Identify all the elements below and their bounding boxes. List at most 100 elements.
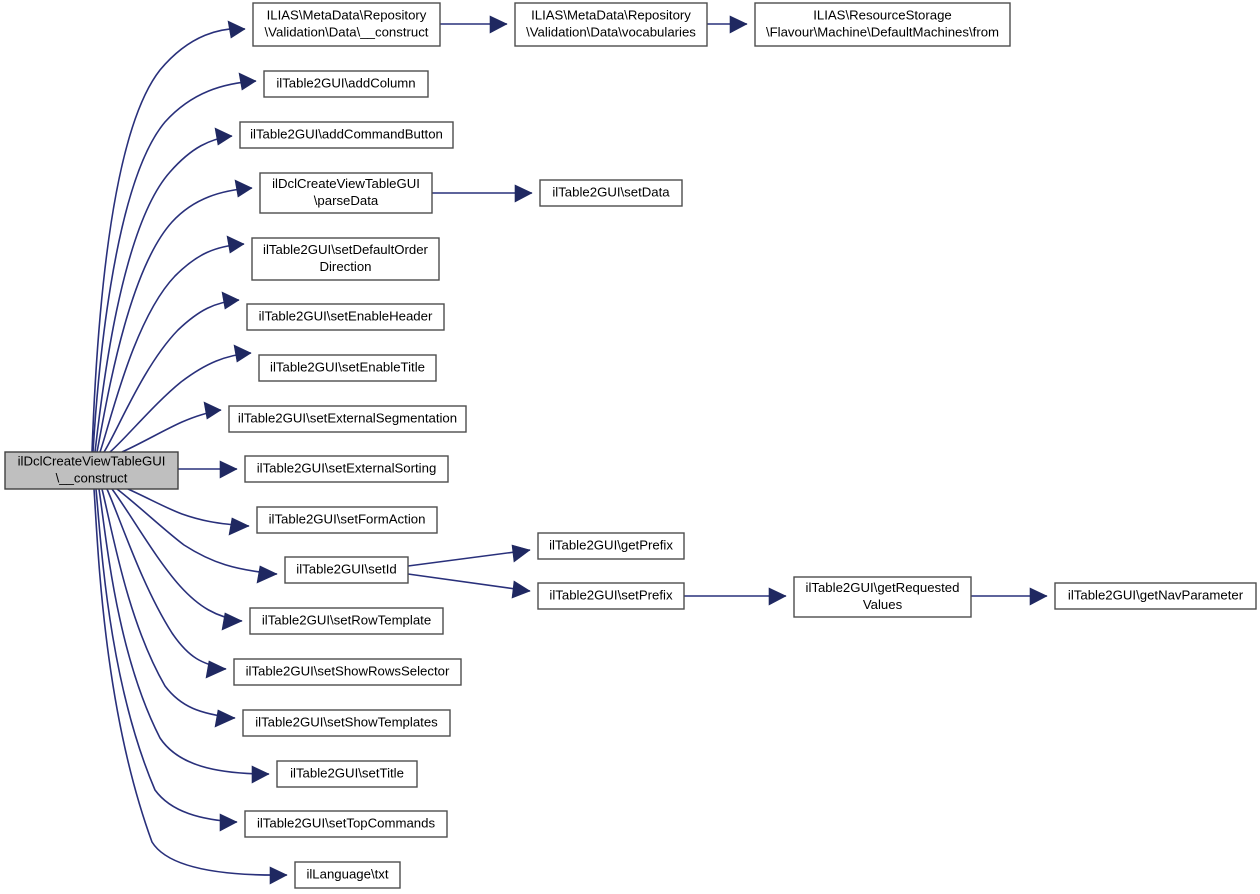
node-label-line: ilTable2GUI\setId [296,561,396,576]
graph-node-addCommandButton[interactable]: ilTable2GUI\addCommandButton [239,121,454,149]
node-label-line: ilTable2GUI\setExternalSegmentation [238,410,457,425]
edge-root-to-setShowRowsSelector [106,488,227,679]
graph-node-setData[interactable]: ilTable2GUI\setData [539,179,683,207]
node-box[interactable] [249,607,444,635]
node-label-line: ilTable2GUI\setFormAction [269,511,426,526]
graph-node-setEnableTitle[interactable]: ilTable2GUI\setEnableTitle [258,354,437,382]
graph-node-vocabularies[interactable]: ILIAS\MetaData\Repository\Validation\Dat… [514,2,708,47]
node-label-line: ilLanguage\txt [306,866,388,881]
edge-line [116,488,278,575]
node-box[interactable] [4,451,179,490]
edge-root-to-addColumn [92,72,257,453]
edge-root-to-setRowTemplate [111,488,243,631]
node-box[interactable] [537,532,685,560]
node-box[interactable] [246,303,445,331]
arrowhead-icon [251,765,270,784]
node-box[interactable] [539,179,683,207]
edge-root-to-setFormAction [127,488,250,536]
nodes-layer: ilDclCreateViewTableGUI\__construct ILIAS… [4,2,1257,889]
edge-setId-to-setPrefix [407,573,531,599]
arrowhead-icon [511,544,531,563]
edge-line [101,488,236,719]
arrowhead-icon [234,179,253,198]
node-box[interactable] [259,172,433,214]
edge-line [109,352,252,453]
graph-node-setShowRowsSelector[interactable]: ilTable2GUI\setShowRowsSelector [233,658,462,686]
edge-md_construct-to-vocabularies [440,15,508,34]
node-label-line: \Validation\Data\__construct [265,24,429,39]
node-box[interactable] [239,121,454,149]
graph-node-ilLanguage_txt[interactable]: ilLanguage\txt [294,861,401,889]
edge-root-to-addCommandButton [94,127,233,453]
node-box[interactable] [754,2,1011,47]
node-box[interactable] [276,760,418,788]
graph-node-setTopCommands[interactable]: ilTable2GUI\setTopCommands [244,810,448,838]
edge-line [92,80,257,453]
node-box[interactable] [244,455,449,483]
edge-line [407,573,531,592]
graph-node-setEnableHeader[interactable]: ilTable2GUI\setEnableHeader [246,303,445,331]
node-box[interactable] [252,2,441,47]
graph-node-md_construct[interactable]: ILIAS\MetaData\Repository \Validation\Dat… [252,2,441,47]
graph-node-setTitle[interactable]: ilTable2GUI\setTitle [276,760,418,788]
arrowhead-icon [228,517,250,536]
node-box[interactable] [256,506,438,534]
node-box[interactable] [263,70,429,98]
node-label-line: ilTable2GUI\setExternalSorting [257,460,437,475]
node-label-line: \parseData [314,193,379,208]
graph-node-setShowTemplates[interactable]: ilTable2GUI\setShowTemplates [242,709,451,737]
arrowhead-icon [269,866,288,885]
graph-node-parseData[interactable]: ilDclCreateViewTableGUI\parseData [259,172,433,214]
node-box[interactable] [793,576,972,618]
edge-root-to-ilLanguage_txt [93,488,288,885]
graph-node-getNavParameter[interactable]: ilTable2GUI\getNavParameter [1054,582,1257,610]
arrowhead-icon [489,15,508,34]
graph-node-setFormAction[interactable]: ilTable2GUI\setFormAction [256,506,438,534]
graph-node-setExternalSorting[interactable]: ilTable2GUI\setExternalSorting [244,455,449,483]
node-box[interactable] [514,2,708,47]
graph-node-setExternalSegmentation[interactable]: ilTable2GUI\setExternalSegmentation [228,405,467,433]
node-label-line: ilTable2GUI\setData [552,184,670,199]
node-box[interactable] [537,582,685,610]
edge-line [127,488,250,527]
arrowhead-icon [256,565,278,584]
node-box[interactable] [258,354,437,382]
edge-line [96,187,253,453]
node-label-line: ilTable2GUI\addCommandButton [250,126,443,141]
node-label-line: ilDclCreateViewTableGUI [18,453,166,468]
arrowhead-icon [214,709,236,728]
graph-node-getPrefix[interactable]: ilTable2GUI\getPrefix [537,532,685,560]
arrowhead-icon [514,184,533,203]
graph-node-setRowTemplate[interactable]: ilTable2GUI\setRowTemplate [249,607,444,635]
edges-layer [91,15,1048,885]
graph-node-setId[interactable]: ilTable2GUI\setId [284,556,409,584]
node-label-line: ilTable2GUI\setTopCommands [257,815,436,830]
arrowhead-icon [511,580,531,599]
graph-node-addColumn[interactable]: ilTable2GUI\addColumn [263,70,429,98]
graph-node-setPrefix[interactable]: ilTable2GUI\setPrefix [537,582,685,610]
node-label-line: ilTable2GUI\setTitle [290,765,404,780]
node-label-line: ILIAS\MetaData\Repository [267,7,427,22]
graph-node-root[interactable]: ilDclCreateViewTableGUI\__construct [4,451,179,490]
node-label-line: ilTable2GUI\getPrefix [549,537,673,552]
edge-line [98,488,270,775]
edge-line [94,135,233,453]
node-label-line: Direction [319,259,371,274]
edge-getRequestedValues-to-getNavParameter [971,587,1048,606]
edge-line [99,243,245,453]
graph-node-defaultmachines_from[interactable]: ILIAS\ResourceStorage\Flavour\Machine\De… [754,2,1011,47]
node-box[interactable] [242,709,451,737]
node-box[interactable] [294,861,401,889]
node-box[interactable] [251,237,440,281]
node-label-line: ilTable2GUI\setDefaultOrder [263,242,429,257]
node-box[interactable] [233,658,462,686]
node-box[interactable] [1054,582,1257,610]
node-box[interactable] [228,405,467,433]
node-label-line: ilTable2GUI\setEnableHeader [259,308,433,323]
node-box[interactable] [244,810,448,838]
arrowhead-icon [238,72,257,91]
edge-line [111,488,243,622]
node-box[interactable] [284,556,409,584]
